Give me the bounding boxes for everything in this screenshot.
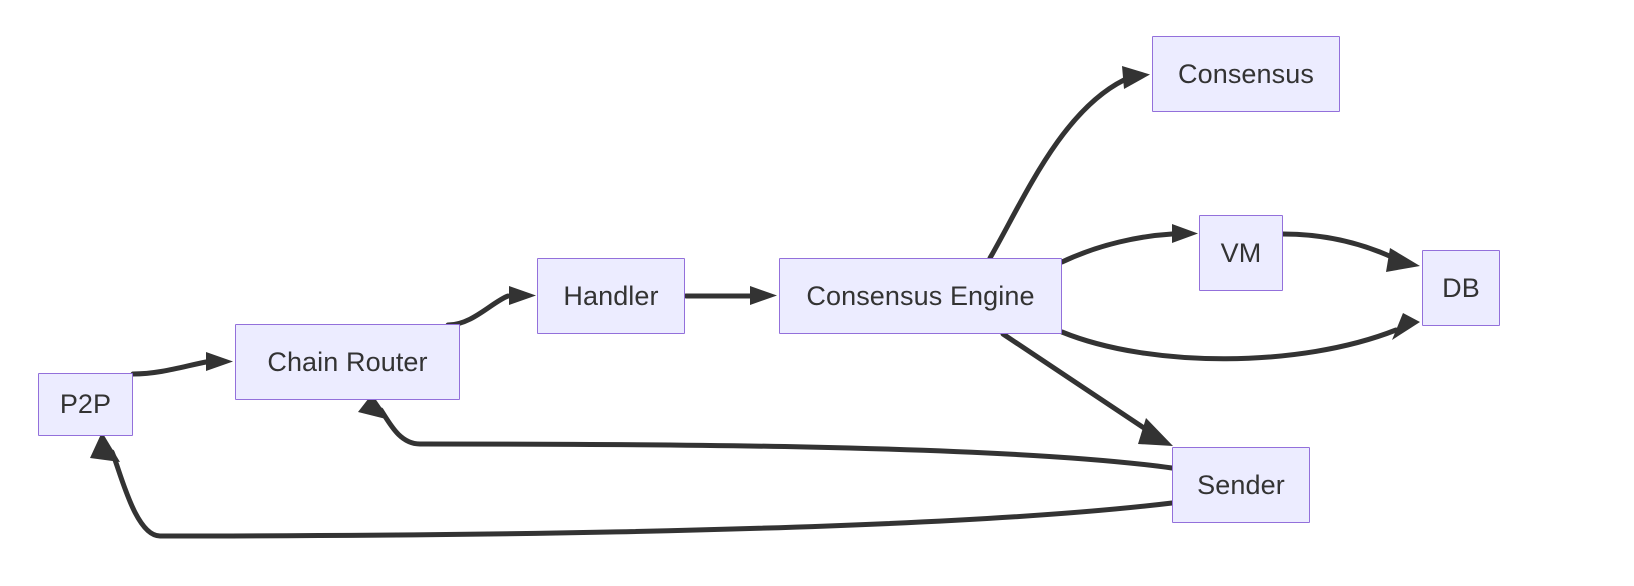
node-handler-label: Handler (563, 280, 659, 311)
node-chain-router[interactable]: Chain Router (235, 324, 460, 400)
edge-handler-to-engine (683, 286, 777, 305)
node-consensus-engine-label: Consensus Engine (806, 280, 1035, 311)
node-vm[interactable]: VM (1199, 215, 1283, 291)
edge-engine-to-db-path (1059, 327, 1399, 362)
edge-sender-to-router-arrowhead (358, 394, 390, 420)
edge-engine-to-consensus (987, 66, 1150, 261)
node-consensus-engine[interactable]: Consensus Engine (779, 258, 1062, 334)
node-consensus-label: Consensus (1178, 58, 1314, 89)
node-db[interactable]: DB (1422, 250, 1500, 326)
node-p2p[interactable]: P2P (38, 373, 133, 436)
edge-sender-to-p2p-path (109, 449, 1175, 539)
edge-sender-to-p2p (90, 432, 1175, 539)
edge-engine-to-db-arrowhead (1392, 313, 1420, 340)
node-consensus[interactable]: Consensus (1152, 36, 1340, 112)
edge-engine-to-vm (1059, 224, 1198, 265)
node-chain-router-label: Chain Router (267, 346, 428, 377)
node-vm-label: VM (1220, 237, 1262, 268)
edge-p2p-to-router-path (130, 359, 209, 377)
edge-engine-to-db (1059, 313, 1420, 362)
edge-sender-to-router-path (378, 407, 1175, 471)
edge-p2p-to-router (130, 352, 233, 377)
edge-router-to-handler-path (445, 293, 511, 328)
edge-vm-to-db-arrowhead (1386, 248, 1420, 272)
edge-router-to-handler-arrowhead (509, 286, 536, 305)
edge-engine-to-sender-path (1000, 331, 1153, 435)
edge-sender-to-p2p-arrowhead (90, 432, 120, 462)
edge-engine-to-vm-arrowhead (1172, 224, 1198, 243)
edge-engine-to-consensus-arrowhead (1122, 66, 1150, 89)
edge-p2p-to-router-arrowhead (206, 352, 233, 371)
node-sender[interactable]: Sender (1172, 447, 1310, 523)
edge-engine-to-vm-path (1059, 231, 1175, 265)
node-sender-label: Sender (1197, 469, 1285, 500)
node-db-label: DB (1442, 272, 1480, 303)
edge-vm-to-db-path (1280, 231, 1397, 261)
edge-sender-to-router (358, 394, 1175, 471)
node-p2p-label: P2P (59, 389, 112, 419)
edge-engine-to-sender (1000, 331, 1173, 446)
node-handler[interactable]: Handler (537, 258, 685, 334)
edge-router-to-handler (445, 286, 536, 328)
edge-engine-to-consensus-path (987, 77, 1127, 261)
edge-handler-to-engine-arrowhead (750, 286, 777, 305)
edge-engine-to-sender-arrowhead (1138, 418, 1173, 446)
edge-vm-to-db (1280, 231, 1420, 272)
